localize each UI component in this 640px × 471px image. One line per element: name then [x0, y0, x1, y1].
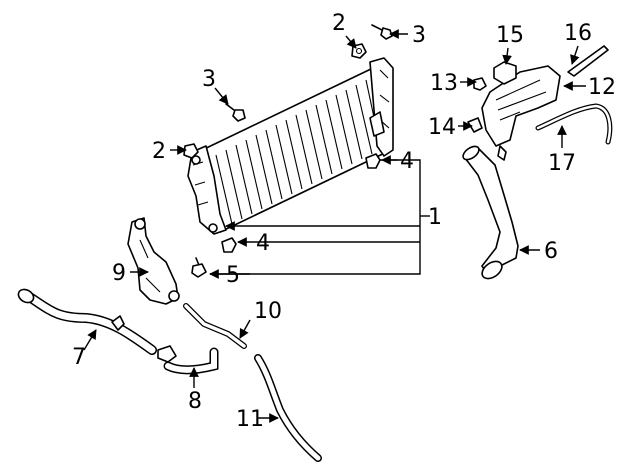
callout-3-left: 3 — [202, 67, 216, 92]
callout-1: 1 — [428, 205, 442, 230]
callout-5: 5 — [226, 263, 240, 288]
callout-4-lower: 4 — [256, 231, 270, 256]
hose-10 — [183, 303, 247, 349]
callout-3-top: 3 — [412, 23, 426, 48]
screw-13 — [473, 77, 487, 91]
bracket-9 — [127, 217, 180, 305]
bolt-3-top — [371, 24, 393, 40]
hose-8 — [157, 345, 219, 375]
callout-8: 8 — [188, 389, 202, 414]
hose-16 — [567, 45, 609, 77]
callout-12: 12 — [588, 75, 616, 100]
hose-17 — [535, 103, 613, 145]
callout-9: 9 — [112, 261, 126, 286]
leader-lines — [83, 29, 586, 423]
bolt-3-left — [225, 103, 246, 122]
callout-13: 13 — [430, 71, 458, 96]
callout-16: 16 — [564, 21, 592, 46]
callout-7: 7 — [72, 345, 86, 370]
bolt-5 — [191, 257, 207, 278]
coolant-reservoir — [481, 65, 561, 161]
callout-10: 10 — [254, 299, 282, 324]
clip-14 — [467, 117, 483, 133]
radiator — [187, 57, 394, 235]
callout-labels: 1 2 3 3 2 4 4 5 6 7 8 9 10 11 12 13 14 1… — [72, 11, 616, 432]
upper-hose — [462, 145, 519, 280]
callout-15: 15 — [496, 23, 524, 48]
hose-11 — [254, 354, 322, 462]
callout-6: 6 — [544, 239, 558, 264]
grommet-4-upper — [365, 153, 381, 169]
callout-11: 11 — [236, 407, 264, 432]
callout-2-top: 2 — [332, 11, 346, 36]
lower-hose — [17, 288, 157, 355]
callout-14: 14 — [428, 115, 456, 140]
grommet-4-lower — [221, 237, 237, 253]
callout-4-upper: 4 — [400, 149, 414, 174]
callout-17: 17 — [548, 151, 576, 176]
callout-2-left: 2 — [152, 139, 166, 164]
